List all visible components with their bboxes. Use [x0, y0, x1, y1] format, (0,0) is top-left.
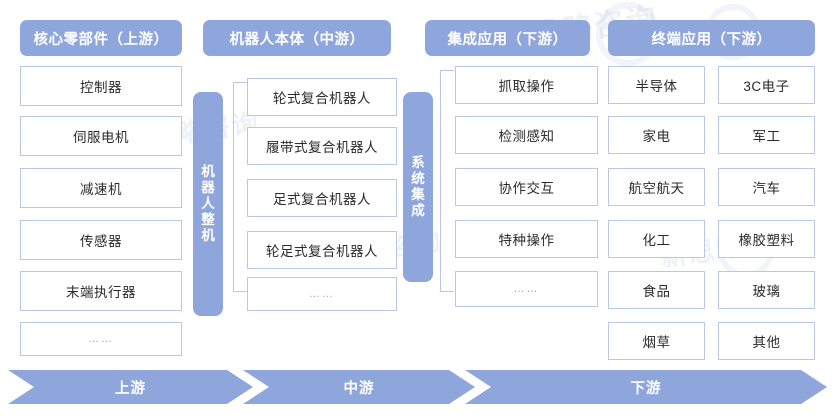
terminal-item[interactable]: 化工 — [608, 220, 705, 258]
terminal-item[interactable]: 军工 — [718, 116, 815, 154]
midstream-side-label: 机器人整机 — [193, 92, 223, 316]
midstream-item[interactable]: 履带式复合机器人 — [247, 127, 397, 165]
integration-item[interactable]: 特种操作 — [455, 220, 598, 258]
terminal-item[interactable]: 家电 — [608, 116, 705, 154]
integration-item-ellipsis[interactable]: …… — [455, 271, 598, 307]
terminal-item[interactable]: 半导体 — [608, 66, 705, 104]
terminal-item[interactable]: 烟草 — [608, 322, 705, 360]
upstream-item-ellipsis[interactable]: …… — [20, 322, 182, 356]
midstream-item-ellipsis[interactable]: …… — [247, 277, 397, 311]
column-header-upstream: 核心零部件（上游） — [20, 20, 182, 56]
column-header-terminal: 终端应用（下游） — [608, 20, 815, 56]
flow-chevron-downstream: 下游 — [465, 370, 827, 404]
integration-item[interactable]: 抓取操作 — [455, 66, 598, 104]
terminal-item[interactable]: 3C电子 — [718, 66, 815, 104]
upstream-item[interactable]: 传感器 — [20, 220, 182, 260]
integration-side-label-text: 系统集成 — [411, 155, 425, 218]
flow-chevron-midstream: 中游 — [243, 370, 475, 404]
midstream-item[interactable]: 轮式复合机器人 — [247, 78, 397, 116]
column-header-integration: 集成应用（下游） — [425, 20, 590, 56]
upstream-item[interactable]: 减速机 — [20, 168, 182, 208]
upstream-item[interactable]: 末端执行器 — [20, 271, 182, 311]
midstream-side-label-text: 机器人整机 — [201, 164, 215, 243]
midstream-item[interactable]: 轮足式复合机器人 — [247, 231, 397, 269]
midstream-item[interactable]: 足式复合机器人 — [247, 179, 397, 217]
integration-item[interactable]: 检测感知 — [455, 116, 598, 154]
column-header-midstream: 机器人本体（中游） — [203, 20, 391, 56]
terminal-item[interactable]: 其他 — [718, 322, 815, 360]
upstream-item[interactable]: 伺服电机 — [20, 116, 182, 156]
upstream-item[interactable]: 控制器 — [20, 66, 182, 106]
integration-item[interactable]: 协作交互 — [455, 168, 598, 206]
flow-chevron-upstream: 上游 — [8, 370, 253, 404]
integration-bracket — [440, 70, 454, 292]
terminal-item[interactable]: 汽车 — [718, 168, 815, 206]
terminal-item[interactable]: 玻璃 — [718, 271, 815, 309]
integration-side-label: 系统集成 — [403, 92, 433, 282]
midstream-bracket — [233, 82, 247, 292]
terminal-item[interactable]: 食品 — [608, 271, 705, 309]
terminal-item[interactable]: 橡胶塑料 — [718, 220, 815, 258]
terminal-item[interactable]: 航空航天 — [608, 168, 705, 206]
